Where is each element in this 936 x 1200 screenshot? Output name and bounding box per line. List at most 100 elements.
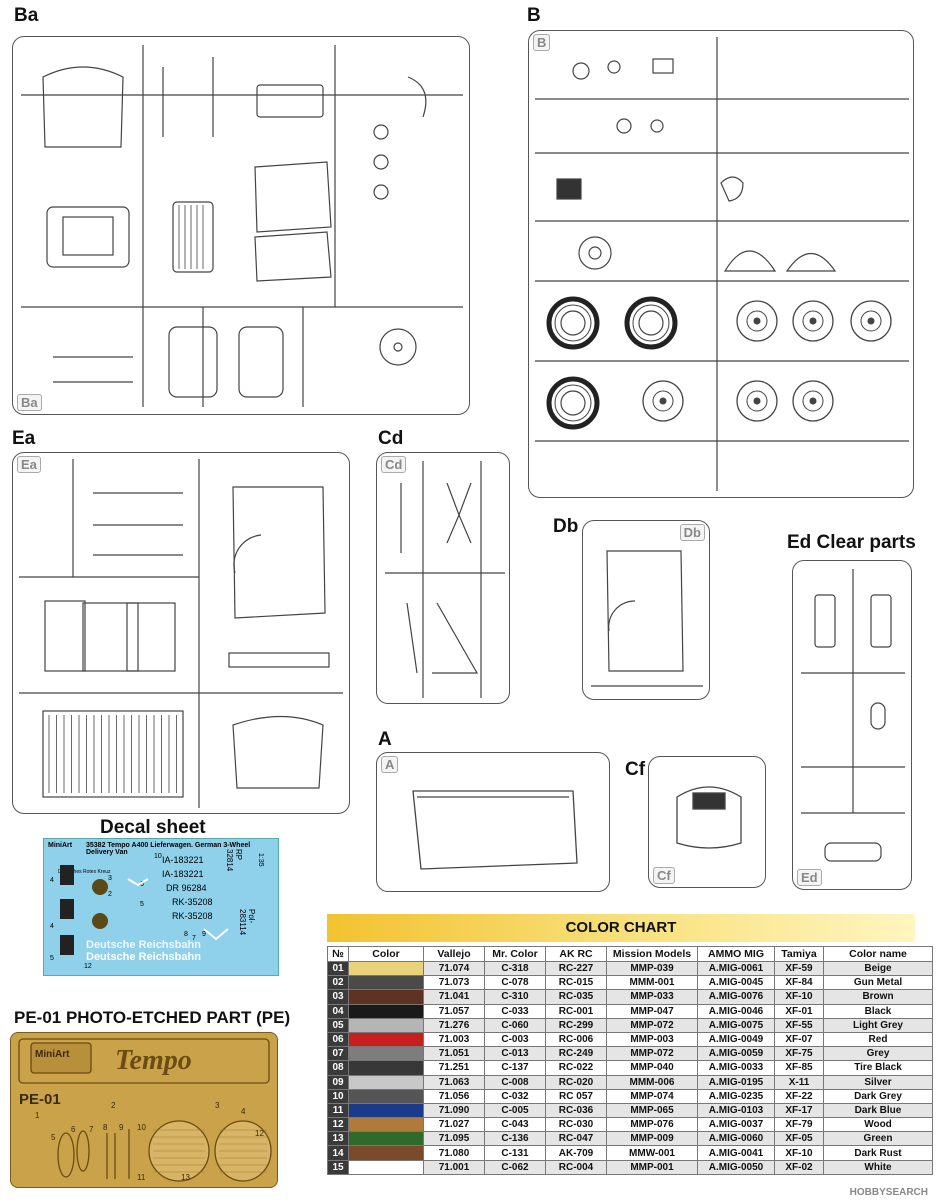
color-swatch — [348, 1060, 424, 1076]
color-mr-cell: C-310 — [484, 989, 546, 1005]
color-ak-cell: RC-036 — [545, 1102, 607, 1119]
color-mig-cell: A.MIG-0235 — [697, 1088, 775, 1104]
color-ak-cell: RC-001 — [545, 1003, 607, 1019]
color-tam-cell: XF-10 — [774, 1145, 824, 1161]
color-chart-header-cell: Vallejo — [423, 946, 485, 962]
color-chart-header-cell: Color name — [823, 946, 933, 962]
color-index: 02 — [327, 975, 349, 991]
color-vallejo-cell: 71.056 — [423, 1088, 485, 1104]
color-name-cell: Light Grey — [823, 1017, 933, 1033]
color-mig-cell: A.MIG-0037 — [697, 1117, 775, 1133]
color-mig-cell: A.MIG-0195 — [697, 1074, 775, 1090]
color-mr-cell: C-060 — [484, 1017, 546, 1033]
color-name-cell: Dark Blue — [823, 1102, 933, 1119]
color-vallejo-cell: 71.074 — [423, 960, 485, 977]
color-index: 08 — [327, 1060, 349, 1076]
wheel-hub-icon — [746, 390, 768, 412]
color-name-cell: Grey — [823, 1046, 933, 1062]
color-name-cell: Brown — [823, 989, 933, 1005]
color-mm-cell: MMP-003 — [606, 1031, 698, 1048]
color-tam-cell: XF-07 — [774, 1031, 824, 1048]
color-ak-cell: RC-006 — [545, 1031, 607, 1048]
wheel-hub-icon — [736, 300, 778, 342]
color-name-cell: Tire Black — [823, 1060, 933, 1076]
color-mm-cell: MMP-065 — [606, 1102, 698, 1119]
sprue-ed: Ed — [792, 560, 912, 890]
color-tam-cell: XF-79 — [774, 1117, 824, 1133]
color-tam-cell: XF-22 — [774, 1088, 824, 1104]
pe-code: PE-01 — [19, 1091, 61, 1108]
color-name-cell: Red — [823, 1031, 933, 1048]
color-mm-cell: MMP-001 — [606, 1159, 698, 1175]
color-tam-cell: XF-55 — [774, 1017, 824, 1033]
decal-num: 2 — [108, 891, 112, 898]
decal-num: 8 — [184, 931, 188, 938]
color-name-cell: Dark Rust — [823, 1145, 933, 1161]
color-tam-cell: XF-84 — [774, 975, 824, 991]
color-mig-cell: A.MIG-0050 — [697, 1159, 775, 1175]
color-mm-cell: MMM-001 — [606, 975, 698, 991]
pe-logo: Tempo — [115, 1045, 192, 1076]
color-mr-cell: C-137 — [484, 1060, 546, 1076]
decal-num: 5 — [50, 955, 54, 962]
sprue-cf-parts — [676, 786, 742, 849]
decal-num: 4 — [50, 923, 54, 930]
color-mr-cell: C-003 — [484, 1031, 546, 1048]
color-mm-cell: MMP-072 — [606, 1046, 698, 1062]
decal-insignia — [60, 865, 229, 955]
color-name-cell: Beige — [823, 960, 933, 977]
color-swatch — [348, 1117, 424, 1133]
color-mm-cell: MMP-074 — [606, 1088, 698, 1104]
sprue-a: A — [376, 752, 610, 892]
decal-num: 5 — [140, 901, 144, 908]
decal-plate-1: IA-183221 — [162, 855, 204, 865]
color-swatch — [348, 960, 424, 977]
color-index: 11 — [327, 1102, 349, 1119]
color-chart-banner: COLOR CHART — [327, 914, 915, 942]
color-mm-cell: MMP-033 — [606, 989, 698, 1005]
color-mig-cell: A.MIG-0045 — [697, 975, 775, 991]
wheel-hub-icon — [746, 310, 768, 332]
sprue-ba: Ba — [12, 36, 470, 415]
sprue-b: B — [528, 30, 914, 498]
tire-icon — [632, 304, 670, 342]
color-name-cell: Black — [823, 1003, 933, 1019]
color-swatch — [348, 1102, 424, 1119]
decal-reichsbahn-1: Deutsche Reichsbahn — [86, 951, 201, 963]
sprue-db: Db — [582, 520, 710, 700]
color-vallejo-cell: 71.041 — [423, 989, 485, 1005]
pe-fret: MiniArt Tempo PE-01 1 2 3 4 5 6 7 8 9 10… — [10, 1032, 278, 1188]
decal-num: 3 — [108, 875, 112, 882]
decal-plate-2: IA-183221 — [162, 869, 204, 879]
title-b: B — [527, 5, 541, 26]
wheel-group — [546, 296, 892, 430]
sprue-b-label: B — [533, 34, 551, 51]
color-name-cell: White — [823, 1159, 933, 1175]
title-decal: Decal sheet — [100, 817, 206, 838]
color-index: 06 — [327, 1031, 349, 1048]
tire-icon — [554, 384, 592, 422]
color-index: 09 — [327, 1074, 349, 1090]
watermark: HOBBYSEARCH — [849, 1187, 928, 1198]
color-swatch — [348, 1046, 424, 1062]
color-mm-cell: MMP-076 — [606, 1117, 698, 1133]
color-mig-cell: A.MIG-0061 — [697, 960, 775, 977]
color-tam-cell: XF-02 — [774, 1159, 824, 1175]
color-mr-cell: C-136 — [484, 1131, 546, 1147]
color-ak-cell: RC-015 — [545, 975, 607, 991]
color-chart-header-cell: № — [327, 946, 349, 962]
sprue-ed-label: Ed — [797, 869, 822, 886]
color-index: 12 — [327, 1117, 349, 1133]
color-tam-cell: XF-01 — [774, 1003, 824, 1019]
wheel-hub-icon — [753, 397, 761, 405]
color-mig-cell: A.MIG-0046 — [697, 1003, 775, 1019]
decal-num: 7 — [192, 935, 196, 942]
